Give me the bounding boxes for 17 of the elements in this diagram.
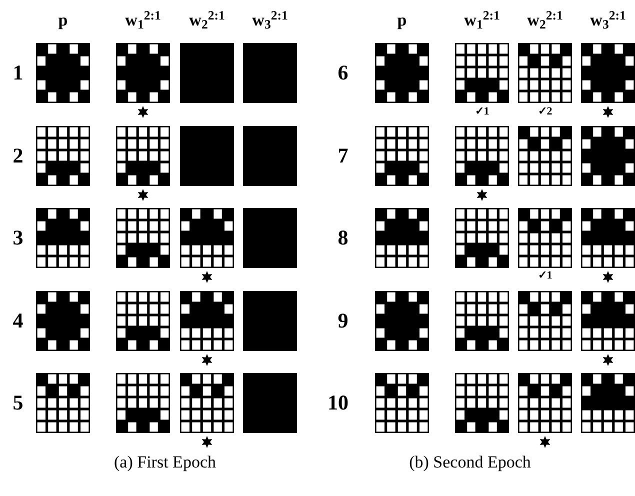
row-number: 4 [12, 310, 24, 332]
column-header: p [397, 12, 407, 28]
row-number: 8 [338, 228, 348, 248]
check-mark-label: ✓2 [538, 106, 552, 118]
row-number: 6 [338, 62, 348, 84]
row-number: 3 [12, 228, 24, 248]
row-number: 5 [12, 392, 24, 414]
check-mark-label: ✓1 [538, 270, 552, 282]
row-number: 9 [338, 310, 348, 332]
check-mark-label: ✓1 [474, 106, 490, 118]
row-number: 10 [328, 392, 348, 414]
panel-caption: (a) First Epoch [114, 454, 216, 470]
row-number: 1 [12, 62, 24, 84]
panel-caption: (b) Second Epoch [409, 454, 531, 470]
row-number: 2 [12, 146, 24, 166]
row-number: 7 [338, 146, 348, 166]
column-header: p [58, 12, 68, 28]
